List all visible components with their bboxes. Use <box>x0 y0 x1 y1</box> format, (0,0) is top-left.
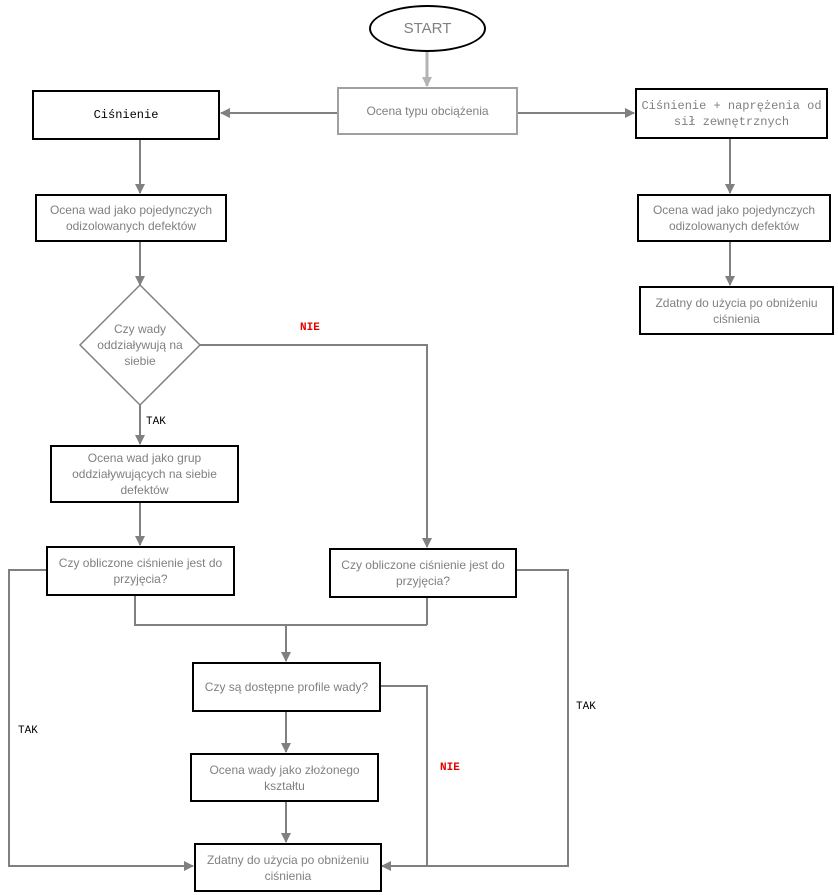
fit-reduced-right-box: Zdatny do użycia po obniżeniu ciśnienia <box>639 286 834 335</box>
decision-diamond <box>78 283 202 407</box>
pressure-ok-left-box: Czy obliczone ciśnienie jest do przyjęci… <box>46 546 235 596</box>
connector-profiles-no <box>381 685 428 866</box>
profiles-available-box: Czy są dostępne profile wady? <box>192 662 381 712</box>
label-yes-left: TAK <box>18 725 38 737</box>
interact-question-text: Czy wady oddziaływują na siebie <box>97 322 183 368</box>
assess-group-box: Ocena wad jako grup oddziaływujących na … <box>50 445 239 503</box>
assess-complex-box: Ocena wady jako złożonego kształtu <box>190 753 379 802</box>
fit-reduced-bottom-box: Zdatny do użycia po obniżeniu ciśnienia <box>194 843 382 892</box>
load-type-box: Ocena typu obciążenia <box>337 87 518 135</box>
pressure-external-box: Ciśnienie + naprężenia od sił zewnętrzny… <box>635 88 828 139</box>
connector-left-question-merge <box>134 596 427 626</box>
label-yes-interact: TAK <box>146 416 166 428</box>
start-node: START <box>369 5 486 52</box>
assess-single-right-box: Ocena wad jako pojedynczych odizolowanyc… <box>637 194 831 242</box>
assess-single-left-box: Ocena wad jako pojedynczych odizolowanyc… <box>35 194 227 242</box>
connector-left-yes <box>8 569 194 871</box>
pressure-ok-right-box: Czy obliczone ciśnienie jest do przyjęci… <box>329 548 517 598</box>
connector-right-yes <box>381 569 569 871</box>
label-yes-right: TAK <box>576 701 596 713</box>
label-no-profiles: NIE <box>440 762 460 774</box>
connector-diamond-no <box>200 344 432 548</box>
pressure-box: Ciśnienie <box>32 90 220 140</box>
label-no-interact: NIE <box>300 322 320 334</box>
